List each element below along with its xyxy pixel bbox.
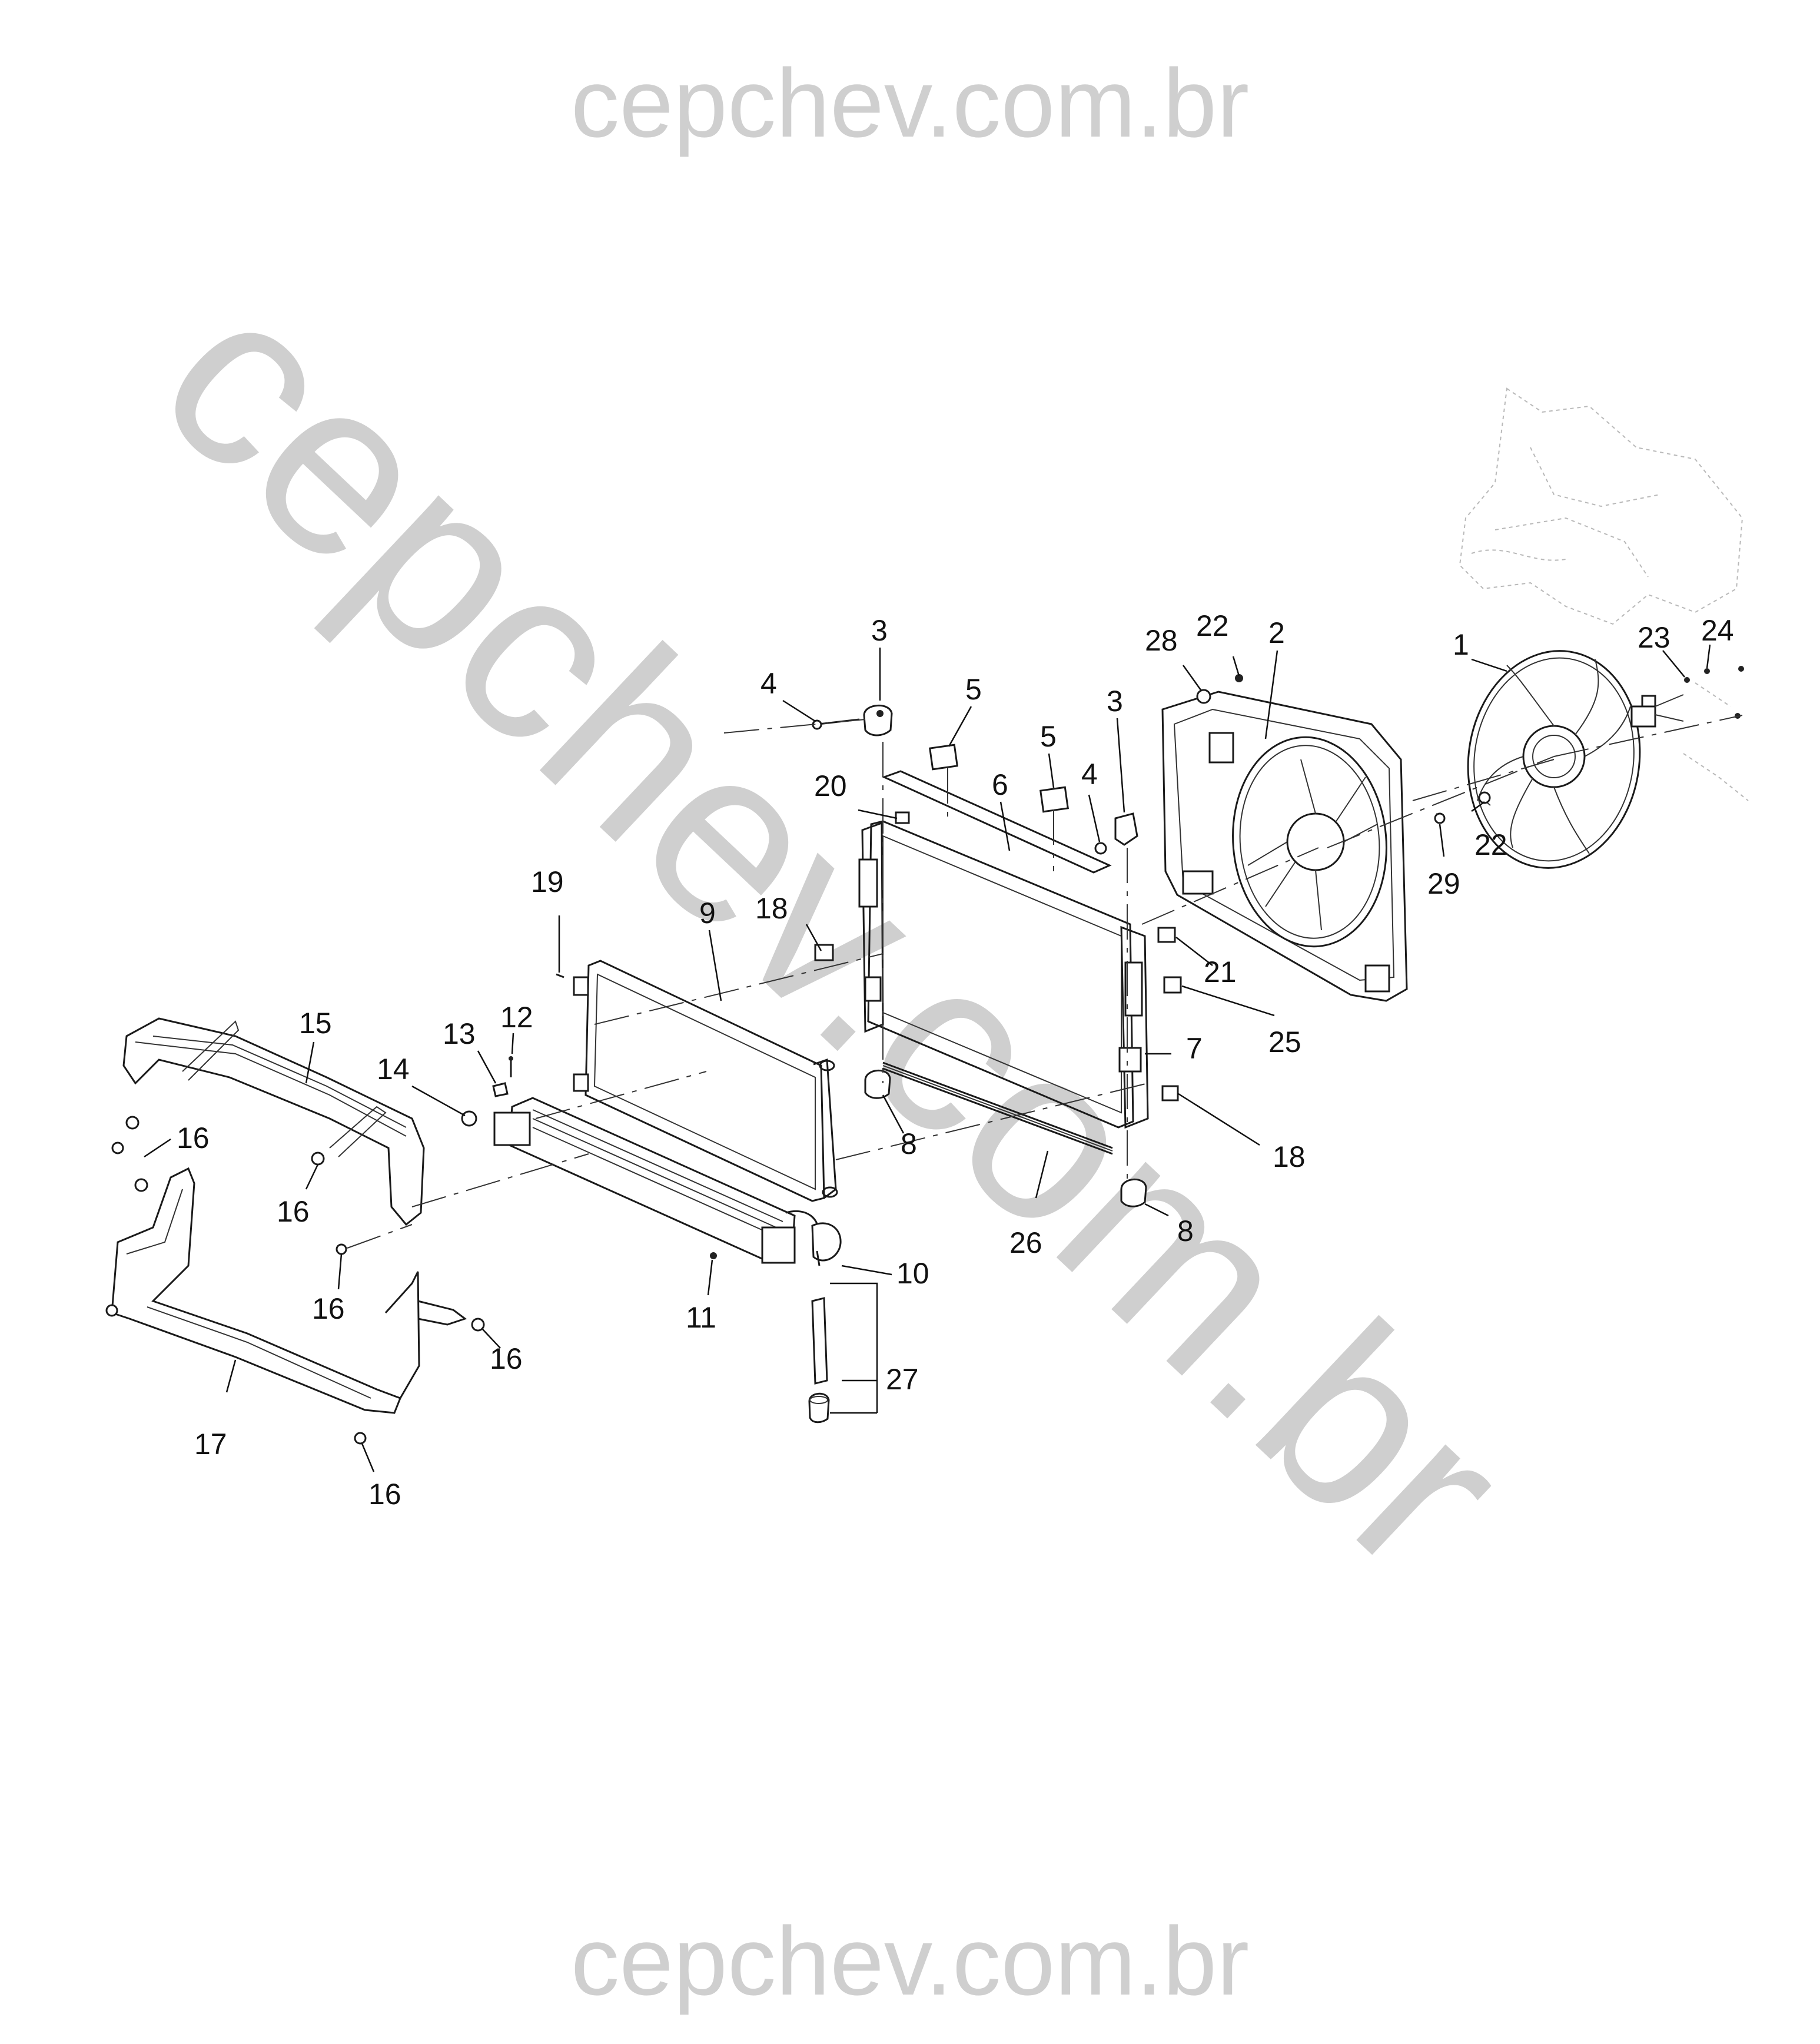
- callout-24: 24: [1701, 614, 1734, 647]
- callout-20: 20: [814, 769, 847, 802]
- dryer-cartridge: [808, 1297, 830, 1424]
- lower-insulators: [864, 1069, 1147, 1207]
- callout-15: 15: [299, 1007, 332, 1040]
- callout-2: 2: [1268, 616, 1285, 649]
- callout-12: 12: [500, 1001, 533, 1034]
- fan-assembly: [1467, 650, 1641, 869]
- callout-22: 22: [1474, 828, 1507, 861]
- callout-27: 27: [886, 1363, 919, 1396]
- callout-26: 26: [1009, 1226, 1042, 1259]
- upper-air-baffle: [122, 1017, 425, 1226]
- callout-18: 18: [755, 892, 788, 925]
- callout-16: 16: [490, 1342, 523, 1375]
- callout-16: 16: [277, 1195, 310, 1228]
- callout-28: 28: [1145, 624, 1178, 657]
- bracket-clips: [929, 744, 1069, 813]
- callout-13: 13: [443, 1017, 476, 1050]
- charge-air-cooler: [493, 1097, 820, 1264]
- callout-5: 5: [1040, 720, 1057, 753]
- condenser-pin: [556, 973, 564, 978]
- lower-seal-strip: [882, 1061, 1113, 1155]
- callout-3: 3: [871, 614, 888, 647]
- fan-connector: [1630, 666, 1744, 728]
- shroud-fasteners: [1196, 674, 1491, 824]
- callout-16: 16: [177, 1121, 210, 1154]
- watermark-bottom: cepchev.com.br: [571, 1907, 1249, 2015]
- upper-mounts: [863, 705, 1138, 846]
- callout-labels: 1 2 3 3 4 4 5 5 6 7 8 8 9 10 11 12 13 14…: [177, 609, 1734, 1511]
- callout-21: 21: [1204, 955, 1237, 988]
- callout-25: 25: [1268, 1026, 1301, 1058]
- callout-29: 29: [1427, 867, 1460, 900]
- callout-7: 7: [1186, 1032, 1203, 1065]
- condenser: [573, 960, 838, 1202]
- callout-1: 1: [1453, 628, 1469, 661]
- callout-6: 6: [992, 768, 1008, 801]
- callout-11: 11: [686, 1301, 716, 1334]
- lower-air-deflector: [111, 1167, 467, 1414]
- fan-shroud: [1161, 691, 1408, 1002]
- callout-14: 14: [377, 1053, 410, 1086]
- cooler-fasteners: [461, 1056, 842, 1266]
- callout-10: 10: [896, 1257, 929, 1290]
- callout-18: 18: [1273, 1140, 1306, 1173]
- callout-8: 8: [1177, 1215, 1194, 1247]
- engine-sketch: [1459, 387, 1749, 801]
- callout-16: 16: [368, 1478, 401, 1511]
- callout-5: 5: [965, 673, 982, 706]
- callout-3: 3: [1107, 685, 1123, 718]
- callout-17: 17: [194, 1428, 227, 1461]
- radiator-clips: [814, 811, 1182, 1101]
- deflector-screws: [105, 1116, 485, 1445]
- callout-9: 9: [699, 897, 716, 930]
- leader-lines: [144, 644, 1711, 1472]
- callout-16: 16: [312, 1292, 345, 1325]
- callout-19: 19: [531, 865, 564, 898]
- watermark-top: cepchev.com.br: [571, 49, 1249, 157]
- callout-22: 22: [1196, 609, 1229, 642]
- callout-23: 23: [1638, 621, 1670, 654]
- upper-bracket-bar: [882, 770, 1112, 874]
- callout-4: 4: [1081, 758, 1098, 791]
- alignment-lines: [347, 715, 1743, 1249]
- callout-8: 8: [901, 1127, 917, 1160]
- callout-4: 4: [760, 667, 777, 700]
